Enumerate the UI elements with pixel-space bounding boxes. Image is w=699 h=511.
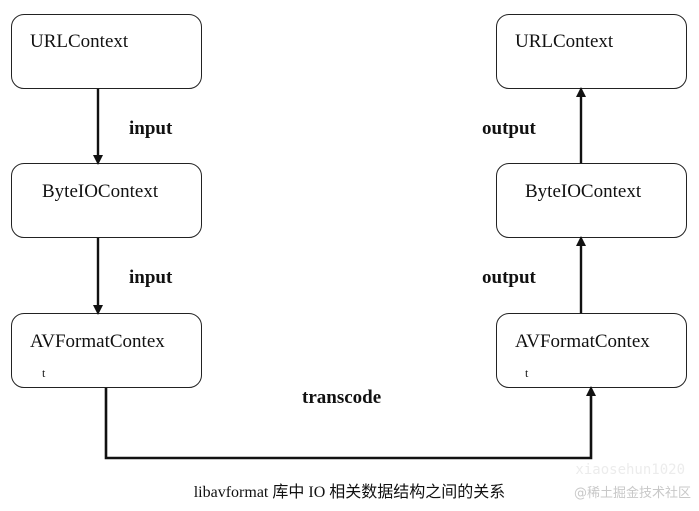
left-urlcontext-box: URLContext bbox=[11, 14, 202, 89]
edge-label-left-bottom: input bbox=[129, 267, 173, 288]
left-byteiocontext-box: ByteIOContext bbox=[11, 163, 202, 238]
diagram-caption: libavformat 库中 IO 相关数据结构之间的关系 bbox=[193, 484, 506, 501]
right-avformatcontext-label: AVFormatContex bbox=[515, 331, 650, 352]
left-avformatcontext-tail: t bbox=[42, 366, 46, 380]
left-avformatcontext-box: AVFormatContex t bbox=[11, 313, 202, 388]
left-avformatcontext-label: AVFormatContex bbox=[30, 331, 165, 352]
right-byteiocontext-box: ByteIOContext bbox=[496, 163, 687, 238]
edge-label-right-top: output bbox=[482, 118, 536, 139]
edge-label-transcode: transcode bbox=[302, 387, 382, 408]
left-byteiocontext-label: ByteIOContext bbox=[42, 181, 159, 202]
watermark-text: @稀土掘金技术社区 bbox=[573, 486, 691, 501]
edge-label-left-top: input bbox=[129, 118, 173, 139]
left-urlcontext-label: URLContext bbox=[30, 31, 129, 52]
right-avformatcontext-tail: t bbox=[525, 366, 529, 380]
right-byteiocontext-label: ByteIOContext bbox=[525, 181, 642, 202]
watermark-faint-text: xiaosehun1020 bbox=[575, 462, 685, 478]
right-urlcontext-label: URLContext bbox=[515, 31, 614, 52]
arrow-transcode-path bbox=[104, 386, 596, 460]
right-avformatcontext-box: AVFormatContex t bbox=[496, 313, 687, 388]
right-urlcontext-box: URLContext bbox=[496, 14, 687, 89]
edge-label-right-bottom: output bbox=[482, 267, 536, 288]
